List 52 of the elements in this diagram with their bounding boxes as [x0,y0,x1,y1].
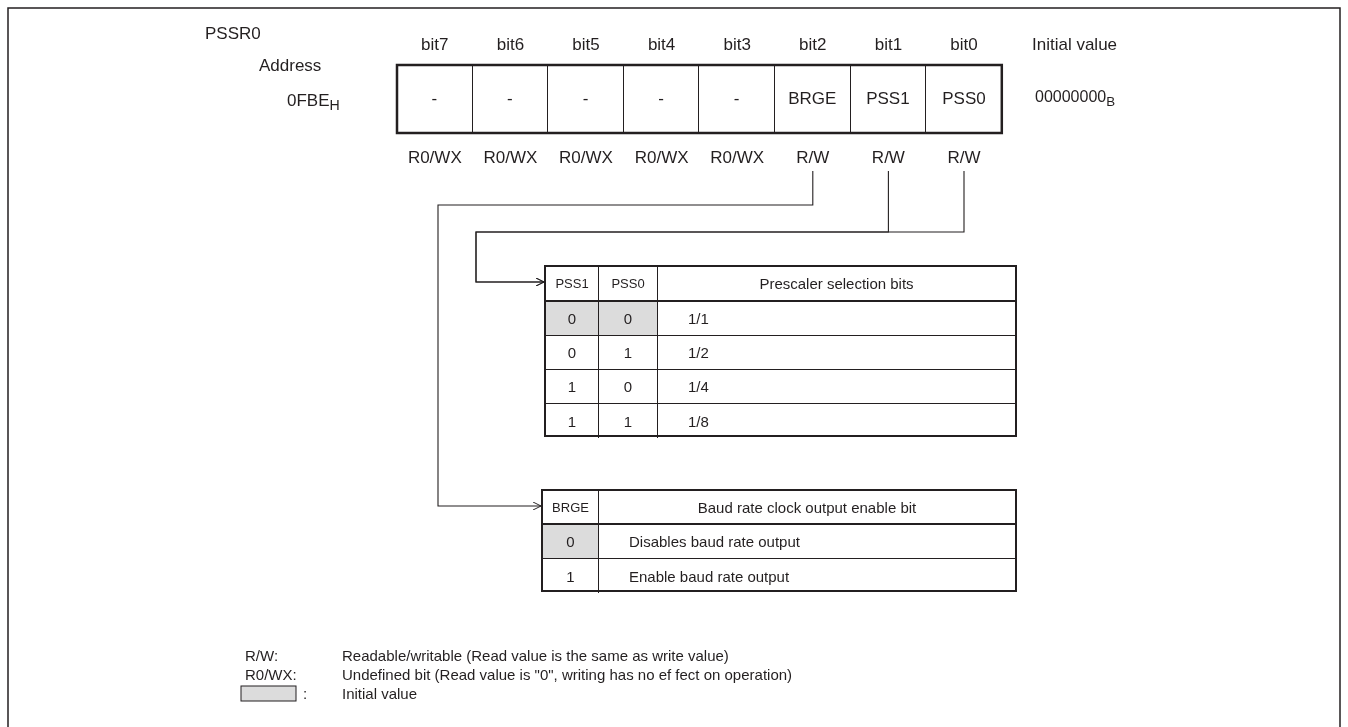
bit-number: bit3 [722,36,752,53]
legend-term: R/W: [245,648,279,663]
register-bit-cell: PSS0 [926,65,1002,133]
table-cell: Disables baud rate output [599,525,1015,559]
access-label: R0/WX [709,149,766,166]
table-cell: 0 [546,336,599,370]
access-label: R0/WX [482,149,539,166]
initial-value: 00000000$_{B}$ [1035,89,1116,109]
bit-number: bit5 [571,36,601,53]
legend-description: Undefined bit (Read value is "0", writing has no ef fect on operation) [342,667,793,682]
table-cell: 0 [599,302,658,336]
legend-separator: : [303,686,308,701]
table-cell: 1 [543,559,599,593]
table-cell: 1 [546,404,599,438]
table-cell: 1/1 [658,302,1015,336]
access-label: R0/WX [558,149,614,166]
legend-text: Initial value [342,686,418,701]
access-label: R0/WX [633,149,690,166]
address-label: Address [259,57,322,74]
table-cell: 0 [546,302,599,336]
register-bit-cell: - [397,65,473,133]
legend-description: Readable/writable (Read value is the same as write value) [342,648,729,663]
table-cell: 1/2 [658,336,1015,370]
table-cell: 1 [599,336,658,370]
bit-number: bit1 [873,36,904,53]
bit-number: bit4 [646,36,677,53]
bit-number: bit6 [495,36,526,53]
register-bit-cell: - [548,65,624,133]
register-bit-cell: - [699,65,775,133]
table-cell-text: 1/8 [687,411,710,432]
initial-value-label: Initial value [1032,36,1118,53]
register-name: PSSR0 [205,25,261,42]
register-bit-cell: PSS1 [850,65,927,133]
bit-setting-table [544,265,1017,437]
register-bit-cell: - [623,65,700,133]
table-cell: 0 [599,370,658,404]
table-header: Baud rate clock output enable bit [599,491,1015,525]
register-bit-cell: - [472,65,549,133]
address-value: 0FBE$_{H}$ [287,92,340,113]
access-label: R0/WX [406,149,463,166]
table-cell-text: Enable baud rate output [628,566,791,587]
register-bit-cell: BRGE [775,65,851,133]
table-cell: 1/4 [658,370,1015,404]
table-cell: 1 [546,370,599,404]
bit-setting-table [541,489,1017,592]
table-cell: 0 [543,525,599,559]
bit-number: bit0 [949,36,979,53]
table-cell: 1 [599,404,658,438]
bit-number: bit7 [420,36,450,53]
table-header: Prescaler selection bits [658,267,1015,302]
bit-number: bit2 [798,36,828,53]
legend-term: R0/WX: [245,667,297,682]
